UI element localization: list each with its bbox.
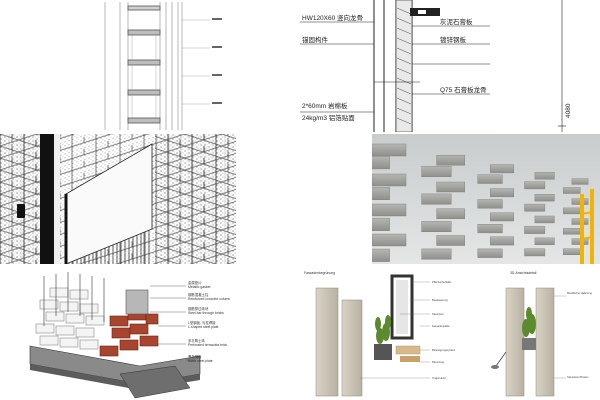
right-note-1: Metallische Halterung: [567, 291, 592, 295]
facade-components-diagram: Fassadenbegrünung 3D-Ansichtsdetail: [300, 266, 600, 400]
concrete-block: [524, 181, 546, 190]
scaffold-post: [580, 194, 584, 264]
note-4: Fassadenplatte: [432, 324, 450, 328]
brick-diagram-svg: 金属垫片 Metallic gasket 钢筋混凝土柱 Reinforced c…: [29, 272, 230, 399]
concrete-block: [563, 248, 581, 256]
concrete-block: [436, 208, 465, 220]
concrete-block: [534, 237, 555, 246]
concrete-block: [534, 215, 555, 224]
en-label-2: Reinforced concrete column: [188, 297, 230, 301]
concrete-block: [421, 221, 452, 233]
concrete-block: [571, 178, 589, 185]
components-svg: Fassadenbegrünung 3D-Ansichtsdetail: [304, 271, 592, 397]
concrete-block: [534, 194, 555, 202]
concrete-block: [490, 212, 515, 222]
detail-drawing-svg: HW120X60 竖向龙骨 锚固构件 灰泥石膏板 镀锌钢板 Q75 石膏板龙骨 …: [300, 0, 572, 132]
note-3: Naturstein: [432, 312, 444, 316]
concrete-block: [534, 172, 555, 180]
label-right-1: 灰泥石膏板: [440, 17, 473, 26]
concrete-block: [372, 248, 390, 262]
zh-label-2: 钢筋混凝土柱: [188, 292, 209, 297]
concrete-block: [477, 174, 503, 184]
concrete-block: [421, 166, 452, 178]
insulation-layer: [395, 0, 413, 132]
concrete-block: [372, 173, 407, 187]
concrete-block: [563, 187, 581, 194]
brick-wall-axonometric: [0, 134, 236, 264]
plant-icon-right: [522, 307, 536, 337]
stone-pier-2: [341, 299, 363, 397]
concrete-block: [477, 199, 503, 209]
planter-box: [374, 344, 392, 360]
concrete-block: [524, 203, 546, 212]
concrete-block-wall-photo: [372, 134, 600, 264]
label-insulation-1: 2*60mm 岩棉板: [302, 101, 348, 110]
concrete-block: [490, 164, 515, 174]
concrete-column: [125, 289, 149, 315]
label-right-2: 镀锌钢板: [440, 35, 467, 44]
concrete-block: [372, 143, 407, 157]
components-title-left: Fassadenbegrünung: [304, 271, 335, 275]
en-label-3: Steel bar through bricks: [188, 311, 224, 315]
stone-pier-right-2: [535, 287, 555, 397]
steel-detail-drawing: HW120X60 竖向龙骨 锚固构件 灰泥石膏板 镀锌钢板 Q75 石膏板龙骨 …: [300, 0, 600, 132]
zh-label-6: 黑色钢板: [188, 354, 202, 359]
label-anchor: 锚固构件: [302, 35, 329, 44]
label-hw-beam: HW120X60 竖向龙骨: [302, 13, 363, 22]
zh-label-3: 钢筋穿过砖块: [188, 306, 209, 311]
en-label-1: Metallic gasket: [188, 285, 210, 289]
en-label-4: L-shaped steel plate: [188, 325, 219, 329]
note-7: Tragstruktur: [432, 376, 446, 380]
concrete-block: [477, 248, 503, 258]
note-1: Pflanzenbehälter: [432, 280, 452, 284]
concrete-block: [490, 236, 515, 246]
concrete-block: [421, 193, 452, 205]
railing: [66, 229, 152, 264]
concrete-block: [372, 203, 407, 217]
concrete-block: [477, 223, 503, 234]
concrete-block: [490, 188, 515, 198]
steel-column: [40, 134, 54, 264]
stone-pier-right-1: [505, 287, 525, 397]
label-insulation-2: 24kg/m3 铝箔贴面: [302, 113, 355, 122]
section-drawing-svg: [104, 2, 222, 130]
zh-label-1: 金属垫片: [188, 280, 202, 285]
concrete-block: [372, 187, 390, 201]
note-6: Dämmung: [432, 360, 445, 364]
facade-section-drawing: [0, 0, 298, 132]
en-label-5: Perforated terracotta brick: [188, 343, 228, 347]
stone-pier-1: [315, 287, 339, 397]
brick-construction-diagram: 金属垫片 Metallic gasket 钢筋混凝土柱 Reinforced c…: [0, 266, 236, 400]
note-2: Bewässerung: [432, 298, 448, 302]
right-note-2: Naturstein-Pfosten: [567, 375, 589, 379]
components-title-right: 3D-Ansichtsdetail: [510, 271, 537, 275]
concrete-block: [436, 181, 465, 193]
concrete-block: [372, 217, 390, 231]
dimension-label: 4080: [565, 103, 572, 118]
label-right-3: Q75 石膏板龙骨: [440, 85, 487, 94]
concrete-block: [563, 207, 581, 215]
concrete-block: [372, 233, 407, 247]
concrete-wall-svg: [372, 134, 600, 264]
plant-icon: [375, 315, 391, 344]
en-label-6: Black steel plate: [188, 359, 213, 363]
concrete-block: [372, 156, 390, 170]
concrete-block: [436, 155, 465, 166]
note-5: Befestigungssystem: [432, 348, 455, 352]
block-wall: [372, 143, 589, 262]
concrete-block: [563, 228, 581, 235]
lamp-fixture: [17, 204, 25, 218]
concrete-block: [421, 248, 452, 260]
concrete-block: [524, 226, 546, 234]
concrete-block: [436, 235, 465, 246]
window-frame: [390, 274, 414, 340]
zh-label-5: 多孔陶土砖: [188, 338, 206, 343]
concrete-block: [524, 248, 546, 257]
axonometric-svg: [0, 134, 236, 264]
zh-label-4: L型钢板, 与柱焊接: [188, 320, 216, 325]
